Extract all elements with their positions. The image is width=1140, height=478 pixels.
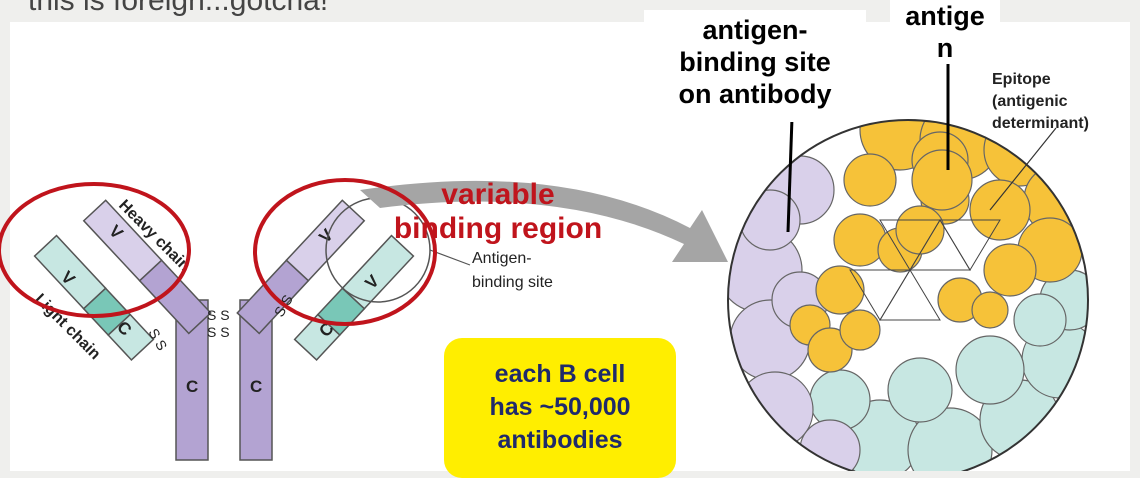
antigen-binding-site-label: antigen- binding site on antibody xyxy=(644,10,866,122)
left-variable-region-highlight xyxy=(0,182,191,318)
epitope-label-line1: Epitope xyxy=(992,71,1051,88)
heavy-chain-left-arm xyxy=(82,199,212,335)
variable-region-label-line2: binding region xyxy=(394,212,602,245)
antigen-label-line2: n xyxy=(936,33,954,63)
antigen-binding-site-label-line1: antigen- xyxy=(702,15,808,45)
antigen-mesh xyxy=(849,219,1001,321)
callout-line1: each B cell xyxy=(494,360,626,388)
right-variable-region-highlight xyxy=(253,178,437,326)
ss-bond-2: S S xyxy=(207,324,230,340)
callout-line2: has ~50,000 xyxy=(489,393,631,421)
antibody-structure xyxy=(33,199,415,461)
antigen-binding-site-label-line2: binding site xyxy=(679,47,831,77)
b-cell-callout: each B cell has ~50,000 antibodies xyxy=(444,338,676,478)
epitope-pointer xyxy=(989,127,1057,211)
epitope-label-line3: determinant) xyxy=(992,115,1089,132)
antigen-binding-site-small-line1: Antigen- xyxy=(472,250,532,267)
zoom-circle-outline xyxy=(727,119,1089,471)
zoom-arrow-icon xyxy=(360,180,728,262)
ss-bond-left-arm: S S xyxy=(145,326,170,354)
antibody-site-pointer xyxy=(786,117,794,233)
ss-bond-1: S S xyxy=(207,307,230,323)
antigen-label: antige n xyxy=(890,0,1000,64)
c-label-stem-right: C xyxy=(250,377,262,396)
c-label-stem-left: C xyxy=(186,377,198,396)
antigen-label-line1: antige xyxy=(905,1,985,31)
light-chain-left xyxy=(33,234,155,361)
antigen-binding-site-label-line3: on antibody xyxy=(678,79,832,109)
variable-region-label-line1: variable xyxy=(441,178,554,211)
zoom-detail xyxy=(728,120,1088,471)
epitope-label-line2: (antigenic xyxy=(992,93,1068,110)
callout-line3: antibodies xyxy=(497,426,623,454)
antigen-binding-site-small-line2: binding site xyxy=(472,274,553,291)
slide-top-text: this is foreign...gotcha! xyxy=(28,0,329,17)
